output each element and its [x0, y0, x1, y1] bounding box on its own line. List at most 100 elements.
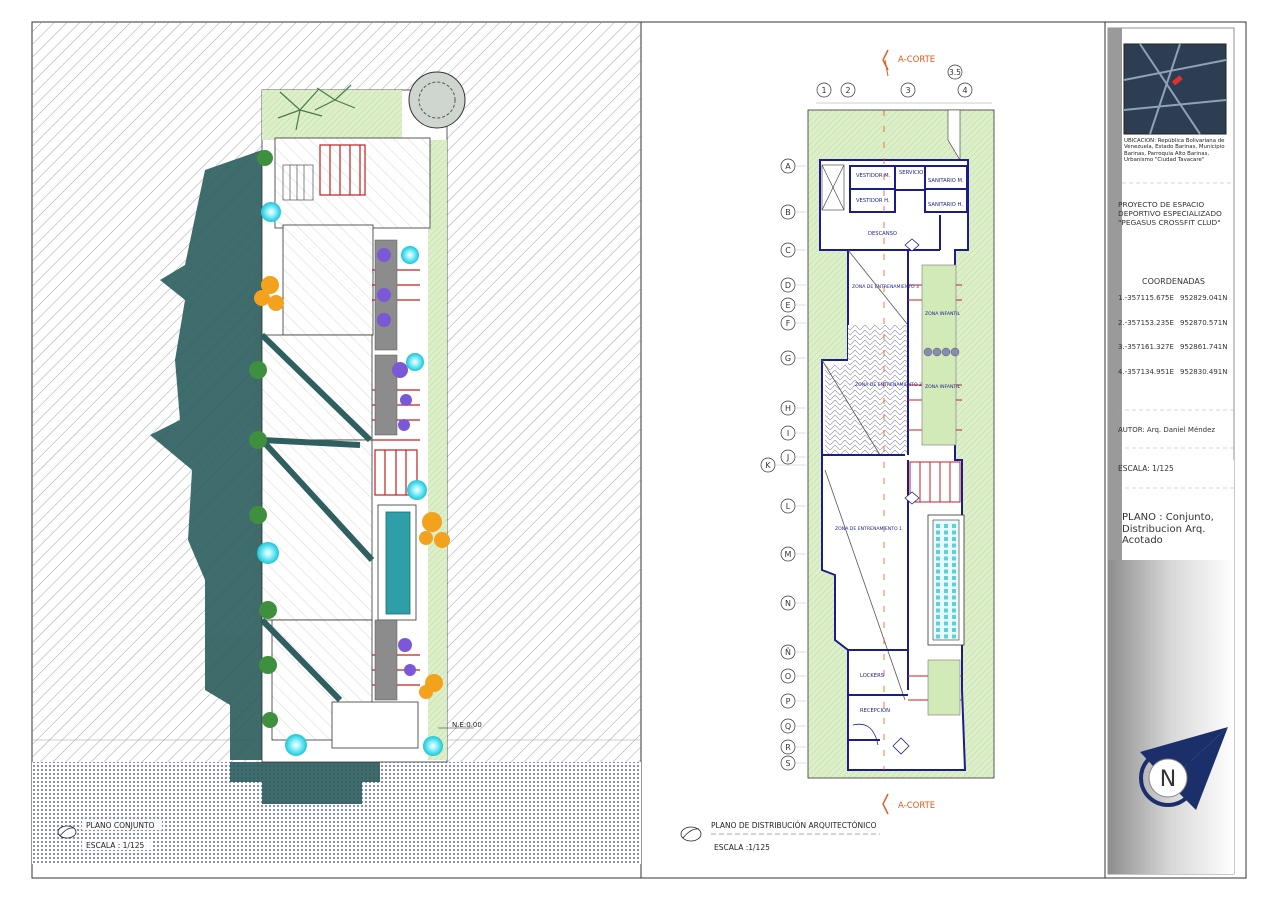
grid-row-label: F: [786, 319, 791, 328]
pool-tile: [936, 634, 940, 639]
grid-row-label: H: [785, 404, 791, 413]
pool-tile: [952, 563, 956, 567]
grid-row-label: G: [785, 354, 791, 363]
pool-tile: [952, 582, 956, 587]
hedges: [249, 150, 278, 728]
level-label: N.E:0.00: [452, 721, 482, 729]
pool-tile: [936, 563, 940, 567]
palm-plants: [277, 84, 356, 131]
grid-row-label: J: [786, 453, 789, 462]
pool-tile: [944, 569, 948, 574]
service-walls: [848, 165, 968, 251]
pool-tile: [944, 524, 948, 528]
shrubs-yellow: [254, 276, 450, 699]
site-plan-title: PLANO CONJUNTO: [86, 821, 155, 830]
pool-tile: [944, 628, 948, 632]
pool-tile: [936, 621, 940, 626]
pool-tile: [944, 634, 948, 639]
grid-row-label: C: [785, 246, 791, 255]
title-symbol-icon: [680, 826, 702, 842]
pool-tile: [952, 576, 956, 580]
pool-tile: [952, 537, 956, 541]
stair-core: [821, 164, 845, 211]
pool-tile: [944, 550, 948, 554]
grid-row-label: M: [785, 550, 792, 559]
kids-play-circles: [923, 347, 960, 357]
grid-column-markers: 1 2 3 3.5 4: [816, 64, 992, 104]
grid-row-label: I: [787, 429, 789, 438]
pool-tile: [944, 615, 948, 619]
tree-icon: [408, 71, 466, 129]
author: AUTOR: Arq. Daniel Méndez: [1118, 426, 1215, 434]
floor-pool: [927, 514, 965, 646]
pool-tile: [936, 595, 940, 600]
room-labels: VESTIDOR M. VESTIDOR H. SERVICIO SANITAR…: [835, 170, 964, 714]
room-servicio: SERVICIO: [899, 170, 923, 176]
section-mark-bottom: A-CORTE: [882, 793, 935, 815]
floor-plan-title: PLANO DE DISTRIBUCIÓN ARQUITECTÓNICO: [711, 821, 877, 830]
pool-tile: [952, 550, 956, 554]
pool-tile: [952, 556, 956, 561]
pool-tile: [936, 608, 940, 613]
pool-tile: [952, 621, 956, 626]
pool-tile: [952, 595, 956, 600]
flowers-purple: [377, 248, 416, 676]
location-paragraph: UBICACIÓN: República Bolivariana de Vene…: [1124, 138, 1225, 164]
pool-tile: [944, 608, 948, 613]
section-mark-top: A-CORTE: [882, 49, 935, 77]
pool-tile: [936, 550, 940, 554]
pool-tile: [952, 634, 956, 639]
svg-text:2: 2: [845, 86, 850, 95]
pool-tile: [952, 608, 956, 613]
pool-tile: [944, 563, 948, 567]
floor-plan: A-CORTE A-CORTE 1 2 3 3.5 4 ABCDEFGHIJKL…: [680, 49, 995, 852]
grid-row-label: L: [786, 502, 791, 511]
pool-tile: [952, 524, 956, 528]
pool-tile: [944, 602, 948, 606]
grid-row-label: Ñ: [785, 647, 791, 657]
pool-tile: [936, 576, 940, 580]
pool: [377, 504, 417, 621]
pool-tile: [952, 543, 956, 548]
grid-row-label: K: [765, 461, 771, 470]
grid-row-label: A: [785, 162, 791, 171]
pool-tile: [952, 602, 956, 606]
room-vestidor-h: VESTIDOR H.: [856, 198, 890, 204]
north-letter: N: [1160, 767, 1176, 792]
scale-label: ESCALA: 1/125: [1118, 464, 1174, 473]
site-plan-scale: ESCALA : 1/125: [86, 841, 144, 850]
grid-row-label: E: [785, 301, 790, 310]
pool-tile: [936, 569, 940, 574]
pool-tile: [936, 524, 940, 528]
pool-tile: [936, 530, 940, 535]
plan-title: PLANO : Conjunto, Distribucion Arq. Acot…: [1122, 512, 1214, 546]
floor-plan-scale: ESCALA :1/125: [714, 843, 770, 852]
pool-tile: [936, 628, 940, 632]
room-zona-infantil-2: ZONA INFANTIL: [925, 384, 961, 390]
light-fixtures: [257, 202, 443, 756]
grid-row-label: O: [785, 672, 791, 681]
room-zona-3: ZONA DE ENTRENAMIENTO 3: [852, 284, 919, 290]
pool-tile: [936, 615, 940, 619]
pool-tile: [944, 621, 948, 626]
pool-tile: [936, 589, 940, 593]
grid-row-label: P: [786, 697, 791, 706]
room-sanitario-h: SANITARIO H.: [928, 202, 963, 208]
room-zona-1: ZONA DE ENTRENAMIENTO 1: [835, 526, 902, 532]
grid-row-label: S: [785, 759, 790, 768]
room-lockers: LOCKERS: [860, 673, 884, 679]
pool-tile: [944, 582, 948, 587]
site-plan-title-block: PLANO CONJUNTO ESCALA : 1/125: [57, 819, 162, 850]
pool-tile: [936, 537, 940, 541]
coordinates-heading: COORDENADAS: [1142, 277, 1205, 286]
room-recepcion: RECEPCION: [860, 708, 890, 714]
title-block: UBICACIÓN: República Bolivariana de Vene…: [1107, 27, 1235, 875]
grid-row-label: D: [785, 281, 791, 290]
room-sanitario-m: SANITARIO M.: [928, 178, 964, 184]
